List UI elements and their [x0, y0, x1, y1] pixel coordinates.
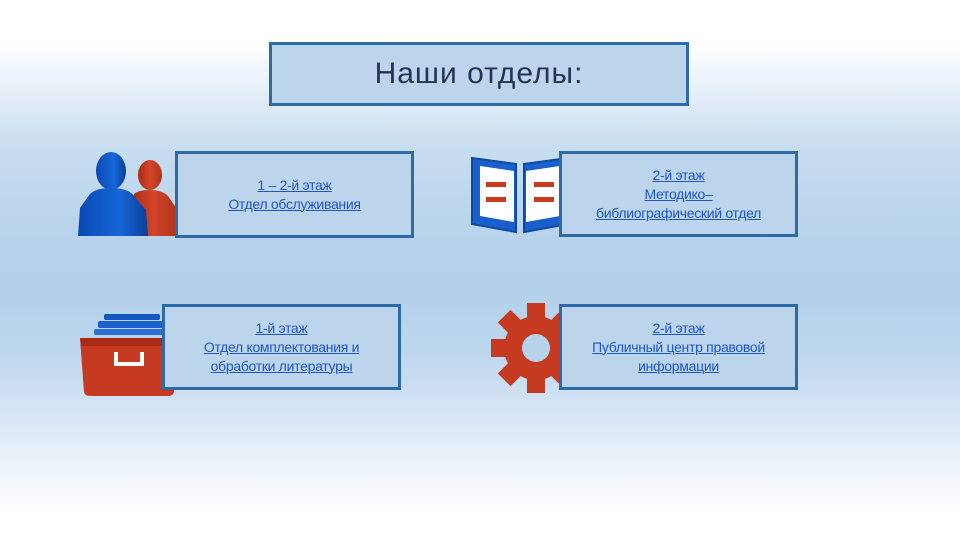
- open-book-icon: [471, 156, 569, 234]
- department-card-service[interactable]: 1 – 2-й этаж Отдел обслуживания: [175, 151, 414, 238]
- slide-title-box: Наши отделы:: [269, 42, 689, 106]
- department-floor-link[interactable]: 2-й этаж: [652, 166, 705, 183]
- department-floor-link[interactable]: 2-й этаж: [652, 319, 705, 336]
- department-floor-link[interactable]: 1-й этаж: [255, 319, 308, 336]
- department-card-legal-center[interactable]: 2-й этаж Публичный центр правовой информ…: [559, 304, 798, 390]
- department-name-link[interactable]: информации: [638, 357, 719, 374]
- department-name-link[interactable]: Публичный центр правовой: [592, 338, 765, 355]
- file-cabinet-icon: [80, 314, 178, 396]
- department-name-link[interactable]: библиографический отдел: [596, 204, 761, 221]
- department-name-link[interactable]: Отдел комплектования и: [203, 338, 360, 355]
- department-name-link[interactable]: Отдел обслуживания: [228, 195, 361, 212]
- slide-title: Наши отделы:: [374, 57, 584, 90]
- department-card-methodology[interactable]: 2-й этаж Методико– библиографический отд…: [559, 151, 798, 237]
- department-card-acquisition[interactable]: 1-й этаж Отдел комплектования и обработк…: [162, 304, 401, 390]
- users-icon: [78, 152, 176, 236]
- department-floor-link[interactable]: 1 – 2-й этаж: [257, 176, 332, 193]
- department-name-link[interactable]: обработки литературы: [210, 357, 353, 374]
- department-name-link[interactable]: Методико–: [644, 185, 713, 202]
